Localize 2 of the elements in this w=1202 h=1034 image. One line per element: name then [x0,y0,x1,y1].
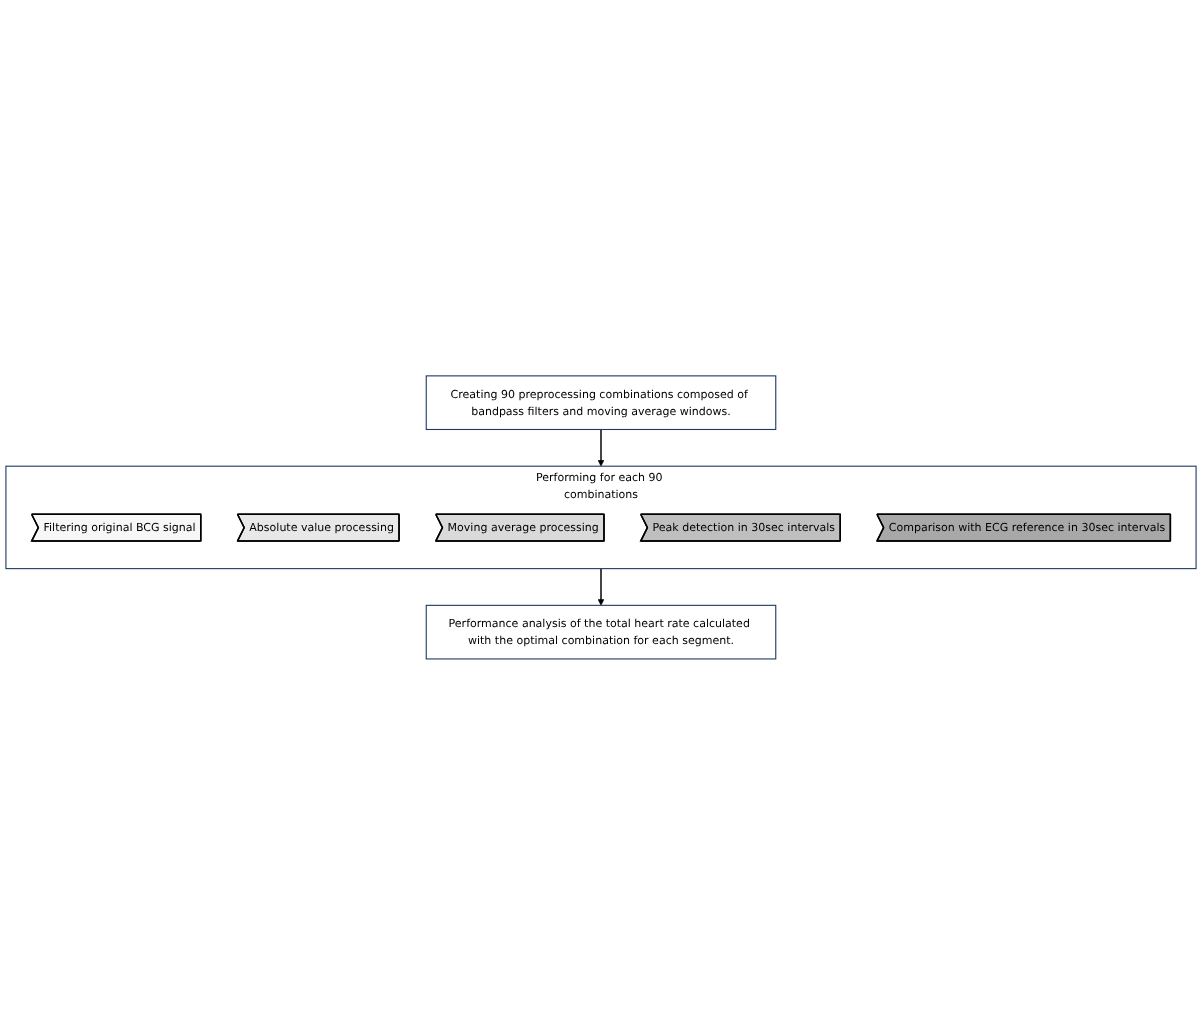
arrow [597,567,605,606]
arrow [597,428,605,467]
